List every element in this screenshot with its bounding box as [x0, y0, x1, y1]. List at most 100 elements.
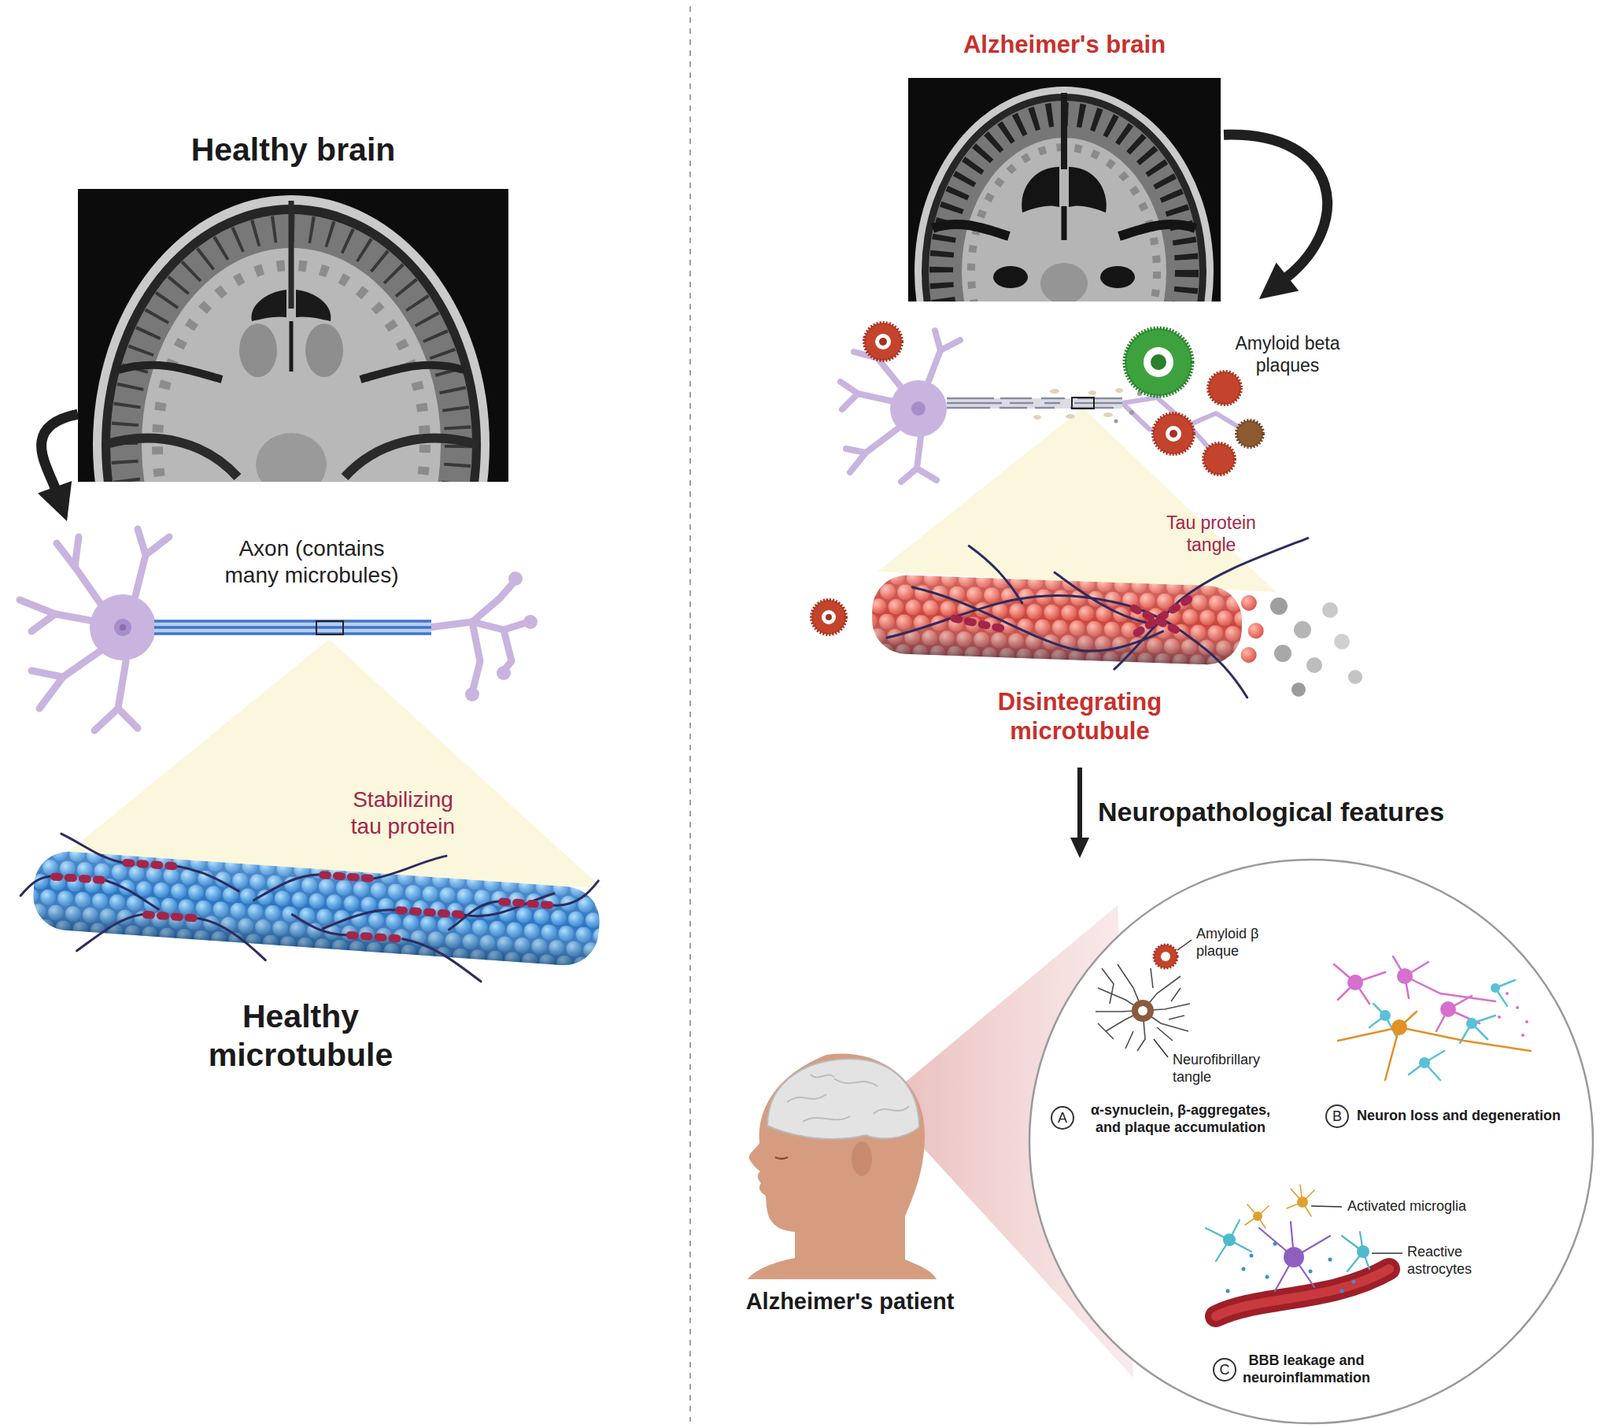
bbb-leakage-part: [1371, 1252, 1403, 1254]
healthy-microtubule-part: [47, 851, 555, 953]
healthy-neuron-part: [154, 620, 432, 635]
bbb-leakage-part-part: [1241, 1267, 1246, 1272]
patient-head-part-part: [810, 1074, 835, 1078]
healthy-microtubule-part-part: [20, 874, 51, 898]
bbb-leakage-part: [1205, 1184, 1370, 1291]
disintegrating-microtubule-part-part-part: [910, 587, 1164, 654]
healthy-mri-part: [251, 289, 287, 322]
neuron-loss-part-part-part: [1385, 1027, 1400, 1080]
neuron-loss-part-part: [1497, 1015, 1501, 1019]
healthy-microtubule-part-part: [254, 870, 319, 905]
healthy-neuron-part-part: [154, 625, 432, 629]
alzheimer-neuron-part-part: [1129, 410, 1135, 415]
healthy-mri-part: [92, 195, 490, 482]
bbb-leakage-part: [1215, 1268, 1390, 1316]
healthy-microtubule-part-part: [175, 866, 241, 892]
healthy-neuron-part-part: [508, 571, 523, 586]
tangle-network-part: [1131, 999, 1154, 1022]
healthy-microtubule-part-part: [437, 909, 451, 918]
heading-label: Disintegrating microtubule: [977, 687, 1183, 746]
disintegrating-microtubule-part-part-part: [949, 613, 1006, 633]
bbb-leakage-part-part-part: [1286, 1184, 1315, 1216]
healthy-neuron-part-part: [154, 631, 432, 636]
alzheimer-neuron-part: [1114, 391, 1143, 424]
healthy-neuron-part-part: [472, 621, 481, 693]
disintegrating-microtubule-part-part: [870, 573, 1243, 666]
tangle-network-part-part: [1168, 1015, 1185, 1020]
panel-letter: A: [1050, 1105, 1075, 1130]
neuron-figure: Axon (contains many microbules): [6, 521, 544, 738]
microtubule-figure: Tau protein tangleDisintegrating microtu…: [818, 503, 1386, 768]
alzheimer-neuron-part: [911, 401, 926, 416]
healthy-microtubule-part-part: [64, 873, 78, 883]
neuron-loss-part-part-part: [1333, 964, 1386, 1004]
healthy-microtubule-part-part: [464, 886, 555, 921]
neuron-loss-part-part-part: [1393, 956, 1496, 1002]
healthy-microtubule-part-part: [423, 908, 437, 917]
disintegrating-microtubule-part: [1348, 669, 1363, 684]
healthy-neuron-part-part: [503, 629, 512, 671]
patient-head-part: [767, 1058, 920, 1139]
healthy-microtubule-part-part: [194, 917, 268, 960]
plaque: [811, 599, 847, 635]
neuron-loss-part: [1379, 982, 1501, 1068]
alzheimer-neuron-part-part: [946, 397, 1123, 400]
alzheimer-mri-part: [1061, 206, 1068, 241]
alzheimer-neuron: [840, 322, 1264, 482]
disintegrating-microtubule-part: [1291, 682, 1306, 697]
healthy-microtubule-part-part: [387, 933, 402, 943]
disintegrating-microtubule-part-part-part: [967, 546, 1024, 603]
tangle-network-part: [1153, 944, 1178, 969]
disintegrating-microtubule-part-part-part-part: [990, 622, 1006, 633]
zoom-wedge: [61, 639, 603, 888]
disintegrating-microtubule-part-part-part: [1128, 602, 1182, 636]
disintegrating-microtubule-part: [1270, 597, 1288, 615]
divider: [689, 6, 691, 1422]
heading-label: Healthy microtubule: [182, 997, 419, 1075]
healthy-microtubule-part-part: [156, 911, 170, 921]
healthy-microtubule-part-part: [76, 909, 142, 955]
plaque-part: [1143, 347, 1174, 377]
healthy-microtubule-part-part: [553, 877, 599, 909]
tangle-network-part: [1177, 939, 1192, 950]
healthy-mri-part: [295, 289, 331, 322]
bbb-leakage-part-part: [1273, 1241, 1278, 1246]
neuron-figure: Amyloid beta plaques: [834, 299, 1354, 488]
feature-panel: Amyloid β plaqueNeurofibrillary tangleAα…: [1050, 857, 1319, 1146]
neuron-loss-part-part: [1396, 968, 1413, 984]
healthy-microtubule-part-part: [409, 906, 423, 916]
alzheimer-neuron-part-part: [1114, 419, 1119, 424]
zoom-wedge: [877, 407, 1276, 592]
panel-letter: B: [1325, 1104, 1349, 1128]
healthy-neuron-part-part: [31, 613, 56, 632]
tangle-network-part: [1153, 1038, 1168, 1057]
patient-head: [747, 1053, 937, 1279]
alzheimer-neuron-part-part: [842, 393, 858, 410]
neuron-loss-part-part: [1490, 982, 1501, 993]
disintegrating-microtubule-part-part-part-part: [963, 616, 978, 627]
bbb-leakage-part-part: [1259, 1221, 1331, 1291]
healthy-neuron-part-part: [465, 687, 480, 702]
healthy-microtubule: [16, 826, 603, 990]
arrow-line: [41, 413, 78, 488]
healthy-microtubule-part: [30, 849, 602, 968]
mri-panel: Alzheimer's brain: [908, 23, 1224, 302]
disintegrating-microtubule-part-part-part: [885, 589, 1251, 698]
healthy-mri-part: [289, 321, 294, 372]
plaque-part: [1169, 429, 1178, 438]
neuron-loss-part-part-part: [1399, 1027, 1531, 1051]
neuron-loss-part: [1347, 968, 1529, 1037]
neuron-loss-part: [1391, 1019, 1408, 1035]
bbb-leakage-part-part: [1245, 1184, 1315, 1228]
neuron-loss-part-part-part: [1459, 1015, 1496, 1043]
healthy-microtubule-part-part: [399, 938, 484, 982]
plaque: [1152, 413, 1194, 455]
tangle-network-part: [1095, 964, 1190, 1051]
healthy-microtubule-part-part: [318, 870, 333, 880]
bbb-leakage-part-part: [1328, 1257, 1333, 1262]
neuron-loss-part-part: [1525, 1019, 1529, 1024]
text-label: Reactive astrocytes: [1407, 1243, 1494, 1278]
healthy-microtubule-part: [30, 849, 602, 968]
text-label: Axon (contains many microbules): [217, 535, 407, 588]
